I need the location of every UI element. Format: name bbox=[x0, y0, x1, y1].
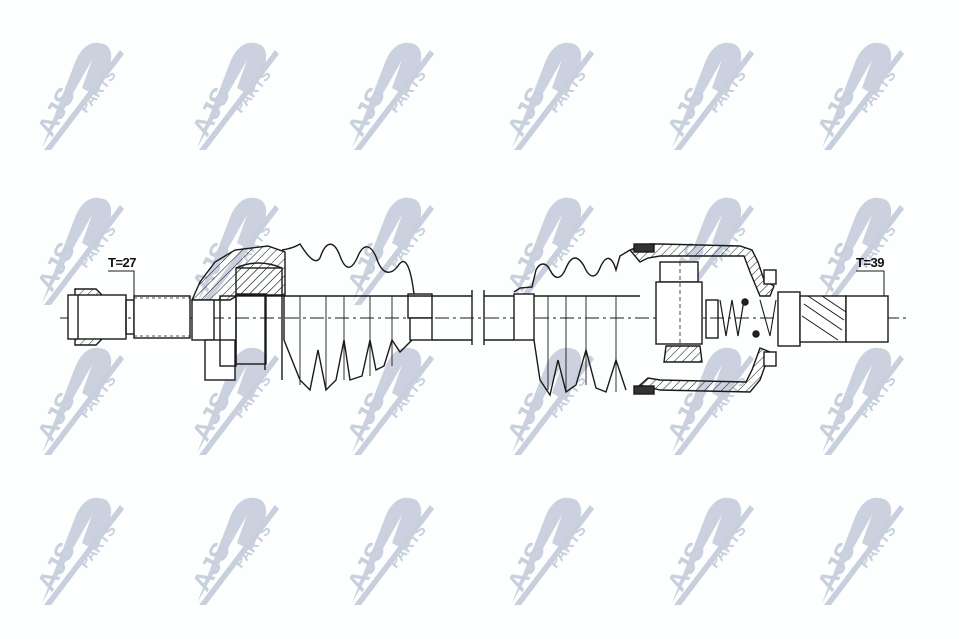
outer-boot bbox=[281, 243, 433, 392]
right-spline-teeth-label: T=39 bbox=[856, 255, 885, 270]
left-spline-stub bbox=[67, 270, 191, 346]
inner-boot bbox=[513, 249, 640, 397]
intermediate-shaft bbox=[282, 290, 514, 345]
right-spline-stub bbox=[777, 270, 889, 347]
outer-cv-joint bbox=[190, 245, 286, 381]
inner-tripod-joint bbox=[628, 243, 777, 395]
left-spline-teeth-label: T=27 bbox=[108, 255, 137, 270]
